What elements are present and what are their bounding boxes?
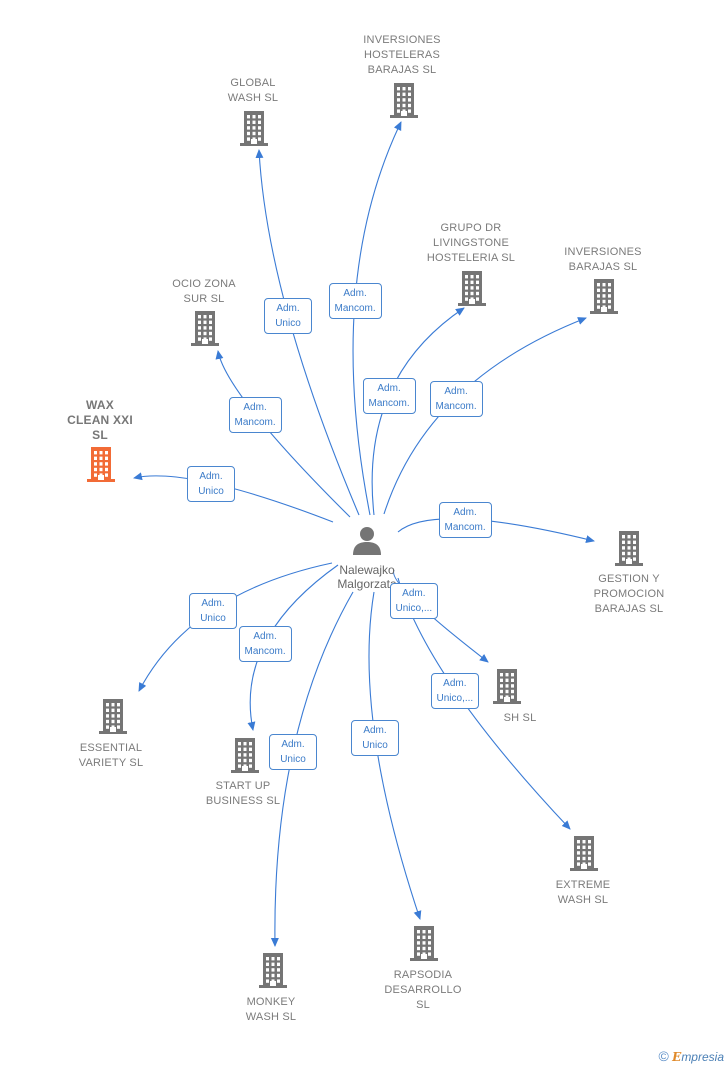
company-label-start-up-business[interactable]: START UP BUSINESS SL	[205, 780, 281, 807]
company-label-wax-clean-xxi[interactable]: WAX CLEAN XXI SL	[67, 398, 133, 442]
building-icon[interactable]	[567, 834, 601, 872]
copyright-symbol: ©	[658, 1048, 669, 1064]
company-label-gestion-promocion-barajas[interactable]: GESTION Y PROMOCION BARAJAS SL	[593, 573, 665, 615]
building-icon[interactable]	[455, 269, 489, 307]
building-icon[interactable]	[407, 924, 441, 962]
company-label-monkey-wash[interactable]: MONKEY WASH SL	[245, 996, 297, 1023]
building-icon[interactable]	[490, 667, 524, 705]
relation-label-wax-clean-xxi: Adm. Unico	[187, 466, 235, 502]
relation-label-global-wash: Adm. Unico	[264, 298, 312, 334]
building-icon[interactable]	[612, 529, 646, 567]
company-label-ocio-zona-sur[interactable]: OCIO ZONA SUR SL	[172, 278, 236, 305]
relation-label-inversiones-barajas: Adm. Mancom.	[429, 381, 483, 417]
building-icon[interactable]	[587, 277, 621, 315]
company-label-grupo-dr-livingstone[interactable]: GRUPO DR LIVINGSTONE HOSTELERIA SL	[426, 222, 516, 264]
building-icon[interactable]	[84, 445, 118, 483]
company-label-inversiones-hosteleras-barajas[interactable]: INVERSIONES HOSTELERAS BARAJAS SL	[363, 34, 441, 76]
building-icon[interactable]	[228, 736, 262, 774]
relation-label-grupo-dr-livingstone: Adm. Mancom.	[362, 378, 416, 414]
relation-label-rapsodia-desarrollo: Adm. Unico	[351, 720, 399, 756]
relation-label-essential-variety: Adm. Unico	[189, 593, 237, 629]
company-label-global-wash[interactable]: GLOBAL WASH SL	[227, 77, 279, 104]
relation-label-partial-wash: Adm. Unico,...	[389, 583, 439, 619]
company-label-essential-variety[interactable]: ESSENTIAL VARIETY SL	[78, 742, 144, 769]
edge-inversiones-barajas	[383, 317, 587, 515]
person-icon[interactable]	[351, 525, 383, 562]
relation-label-monkey-wash: Adm. Unico	[269, 734, 317, 770]
brand-initial: E	[672, 1050, 682, 1064]
building-icon[interactable]	[237, 109, 271, 147]
company-label-rapsodia-desarrollo[interactable]: RAPSODIA DESARROLLO SL	[384, 969, 462, 1011]
relation-label-inversiones-hosteleras-barajas: Adm. Mancom.	[328, 283, 382, 319]
edge-ocio-zona-sur	[215, 350, 351, 518]
relation-label-ocio-zona-sur: Adm. Mancom.	[228, 397, 282, 433]
company-label-inversiones-barajas[interactable]: INVERSIONES BARAJAS SL	[564, 246, 642, 273]
company-label-extreme-wash[interactable]: EXTREME WASH SL	[555, 879, 611, 906]
center-person-name[interactable]: Nalewajko Malgorzata	[337, 563, 397, 591]
footer-brand: © Empresia	[658, 1048, 724, 1064]
building-icon[interactable]	[96, 697, 130, 735]
relation-label-gestion-promocion-barajas: Adm. Mancom.	[438, 502, 492, 538]
building-icon[interactable]	[188, 309, 222, 347]
brand-name: mpresia	[681, 1050, 724, 1064]
building-icon[interactable]	[387, 81, 421, 119]
edge-gestion-promocion-barajas	[397, 518, 595, 543]
building-icon[interactable]	[256, 951, 290, 989]
company-label-partial-wash[interactable]: SH SL	[503, 712, 537, 724]
relation-label-start-up-business: Adm. Mancom.	[238, 626, 292, 662]
relation-label-extreme-wash: Adm. Unico,...	[430, 673, 480, 709]
